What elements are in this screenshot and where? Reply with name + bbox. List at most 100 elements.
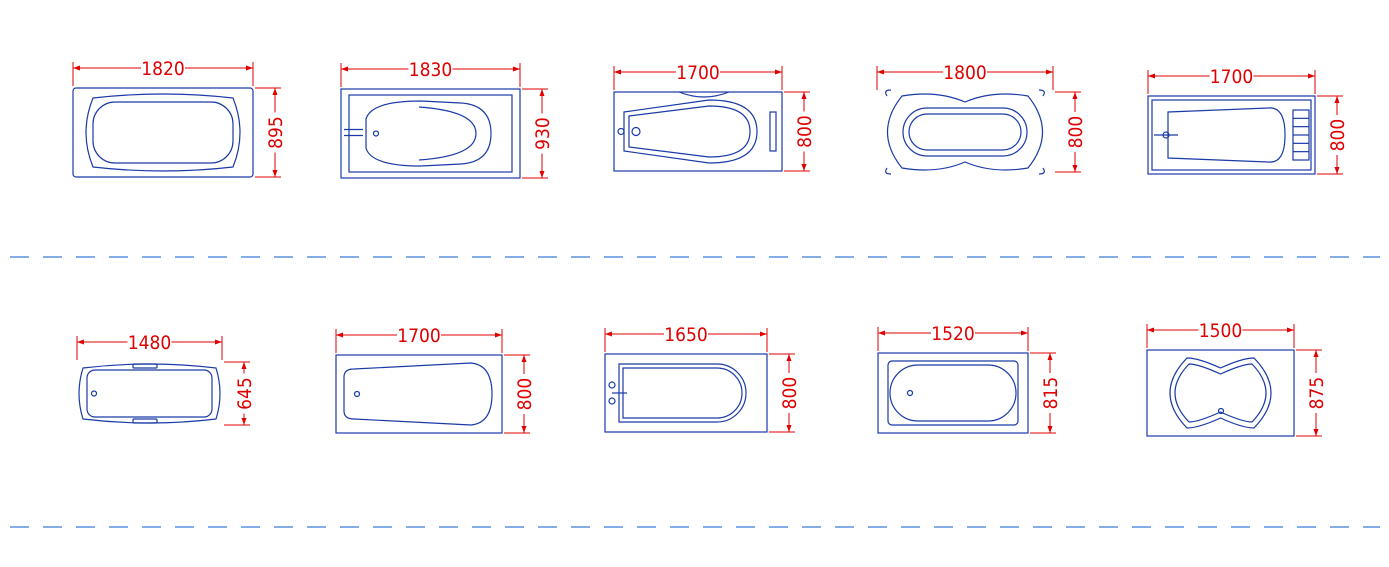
arrow-icon: [1021, 330, 1028, 336]
drain-icon: [353, 390, 361, 398]
arrow-icon: [1334, 96, 1340, 103]
tub-rim: [1147, 95, 1316, 175]
tub-deck: [887, 360, 1019, 426]
arrow-icon: [1072, 165, 1078, 172]
drain-icon: [906, 389, 914, 397]
arrow-icon: [513, 66, 520, 72]
tub-inner-basin: [92, 101, 234, 164]
bathtub-drawing-1: 1820 895: [72, 58, 287, 178]
arrow-icon: [521, 426, 527, 433]
drain-icon: [372, 130, 380, 137]
tub-inner-basin: [628, 105, 751, 158]
arrow-icon: [760, 331, 767, 337]
faucet-icon: [617, 127, 625, 136]
arrow-icon: [786, 425, 792, 432]
width-dimension-label: 1700: [676, 62, 720, 84]
arrow-icon: [877, 69, 884, 75]
width-dimension-label: 1700: [1210, 66, 1254, 88]
height-dimension-label: 800: [779, 377, 801, 410]
arrow-icon: [1313, 350, 1319, 357]
height-dimension-label: 800: [794, 115, 816, 148]
tub-inner-basin: [1174, 363, 1267, 423]
arrow-icon: [73, 65, 80, 71]
width-dimension-label: 1820: [141, 58, 185, 80]
tub-inner-basin: [622, 367, 743, 419]
tub-rim: [72, 87, 254, 178]
width-dimension-label: 1700: [397, 325, 441, 347]
headrest-outline: [132, 363, 158, 369]
armrest-outline: [418, 106, 477, 161]
bathtub-drawing-3: 1700 800: [613, 62, 816, 172]
arrow-icon: [241, 418, 247, 425]
arrow-icon: [539, 89, 545, 96]
arrow-icon: [775, 69, 782, 75]
arrow-icon: [272, 170, 278, 177]
width-dimension-label: 1650: [664, 324, 708, 346]
height-dimension-label: 930: [532, 117, 554, 150]
arrow-icon: [801, 92, 807, 99]
drain-icon: [631, 126, 641, 137]
arrow-icon: [1046, 69, 1053, 75]
tub-deck: [1151, 99, 1312, 171]
headrest-outline: [132, 418, 158, 424]
tub-rim: [604, 353, 768, 433]
bathtub-drawing-7: 1700 800: [335, 325, 536, 434]
arrow-icon: [878, 330, 885, 336]
claw-foot-icon: [1038, 89, 1045, 97]
arrow-icon: [336, 332, 343, 338]
tub-rim: [613, 91, 783, 172]
tubs-layer: 1820895183093017008001800800170080014806…: [72, 58, 1349, 437]
arrow-icon: [241, 362, 247, 369]
bathtub-drawing-5: 1700 800: [1147, 66, 1349, 175]
tub-basin: [623, 99, 758, 164]
arrow-icon: [614, 69, 621, 75]
height-dimension-label: 800: [514, 378, 536, 411]
arrow-icon: [77, 339, 84, 345]
height-dimension-label: 800: [1327, 119, 1349, 152]
arrow-icon: [1313, 429, 1319, 436]
arrow-icon: [539, 171, 545, 178]
height-dimension-label: 800: [1065, 116, 1087, 149]
arrow-icon: [1047, 426, 1053, 433]
arrow-icon: [521, 355, 527, 362]
faucet-icon: [608, 381, 616, 389]
arrow-icon: [495, 332, 502, 338]
arrow-icon: [1334, 167, 1340, 174]
tub-rim: [340, 88, 521, 179]
tub-basin: [1167, 107, 1286, 163]
arrow-icon: [215, 339, 222, 345]
width-dimension-label: 1830: [409, 59, 453, 81]
grab-handle-icon: [769, 111, 777, 152]
tub-rim: [1146, 349, 1295, 437]
drain-icon: [1217, 407, 1225, 415]
tub-inner-basin: [908, 113, 1022, 151]
height-dimension-label: 895: [265, 116, 287, 149]
tub-basin: [902, 107, 1028, 157]
tub-basin: [343, 362, 493, 426]
height-dimension-label: 815: [1040, 377, 1062, 410]
arrow-icon: [272, 88, 278, 95]
arrow-icon: [801, 164, 807, 171]
tub-basin: [86, 369, 213, 418]
faucet-icon: [608, 397, 616, 405]
height-dimension-label: 875: [1306, 377, 1328, 410]
arrow-icon: [1047, 353, 1053, 360]
bathtub-drawing-2: 1830 930: [340, 59, 554, 179]
tub-rim: [78, 363, 221, 424]
tub-deck: [348, 94, 513, 173]
bathtub-drawing-8: 1650 800: [604, 324, 801, 433]
drain-icon: [90, 390, 98, 397]
height-dimension-label: 645: [234, 377, 256, 410]
tub-rim: [335, 354, 503, 434]
tub-basin: [1169, 357, 1272, 429]
tub-basin: [365, 100, 492, 167]
tub-rim: [877, 352, 1029, 434]
headrest-outline: [678, 91, 730, 98]
arrow-icon: [1147, 327, 1154, 333]
arrow-icon: [1287, 327, 1294, 333]
claw-foot-icon: [1038, 167, 1045, 175]
